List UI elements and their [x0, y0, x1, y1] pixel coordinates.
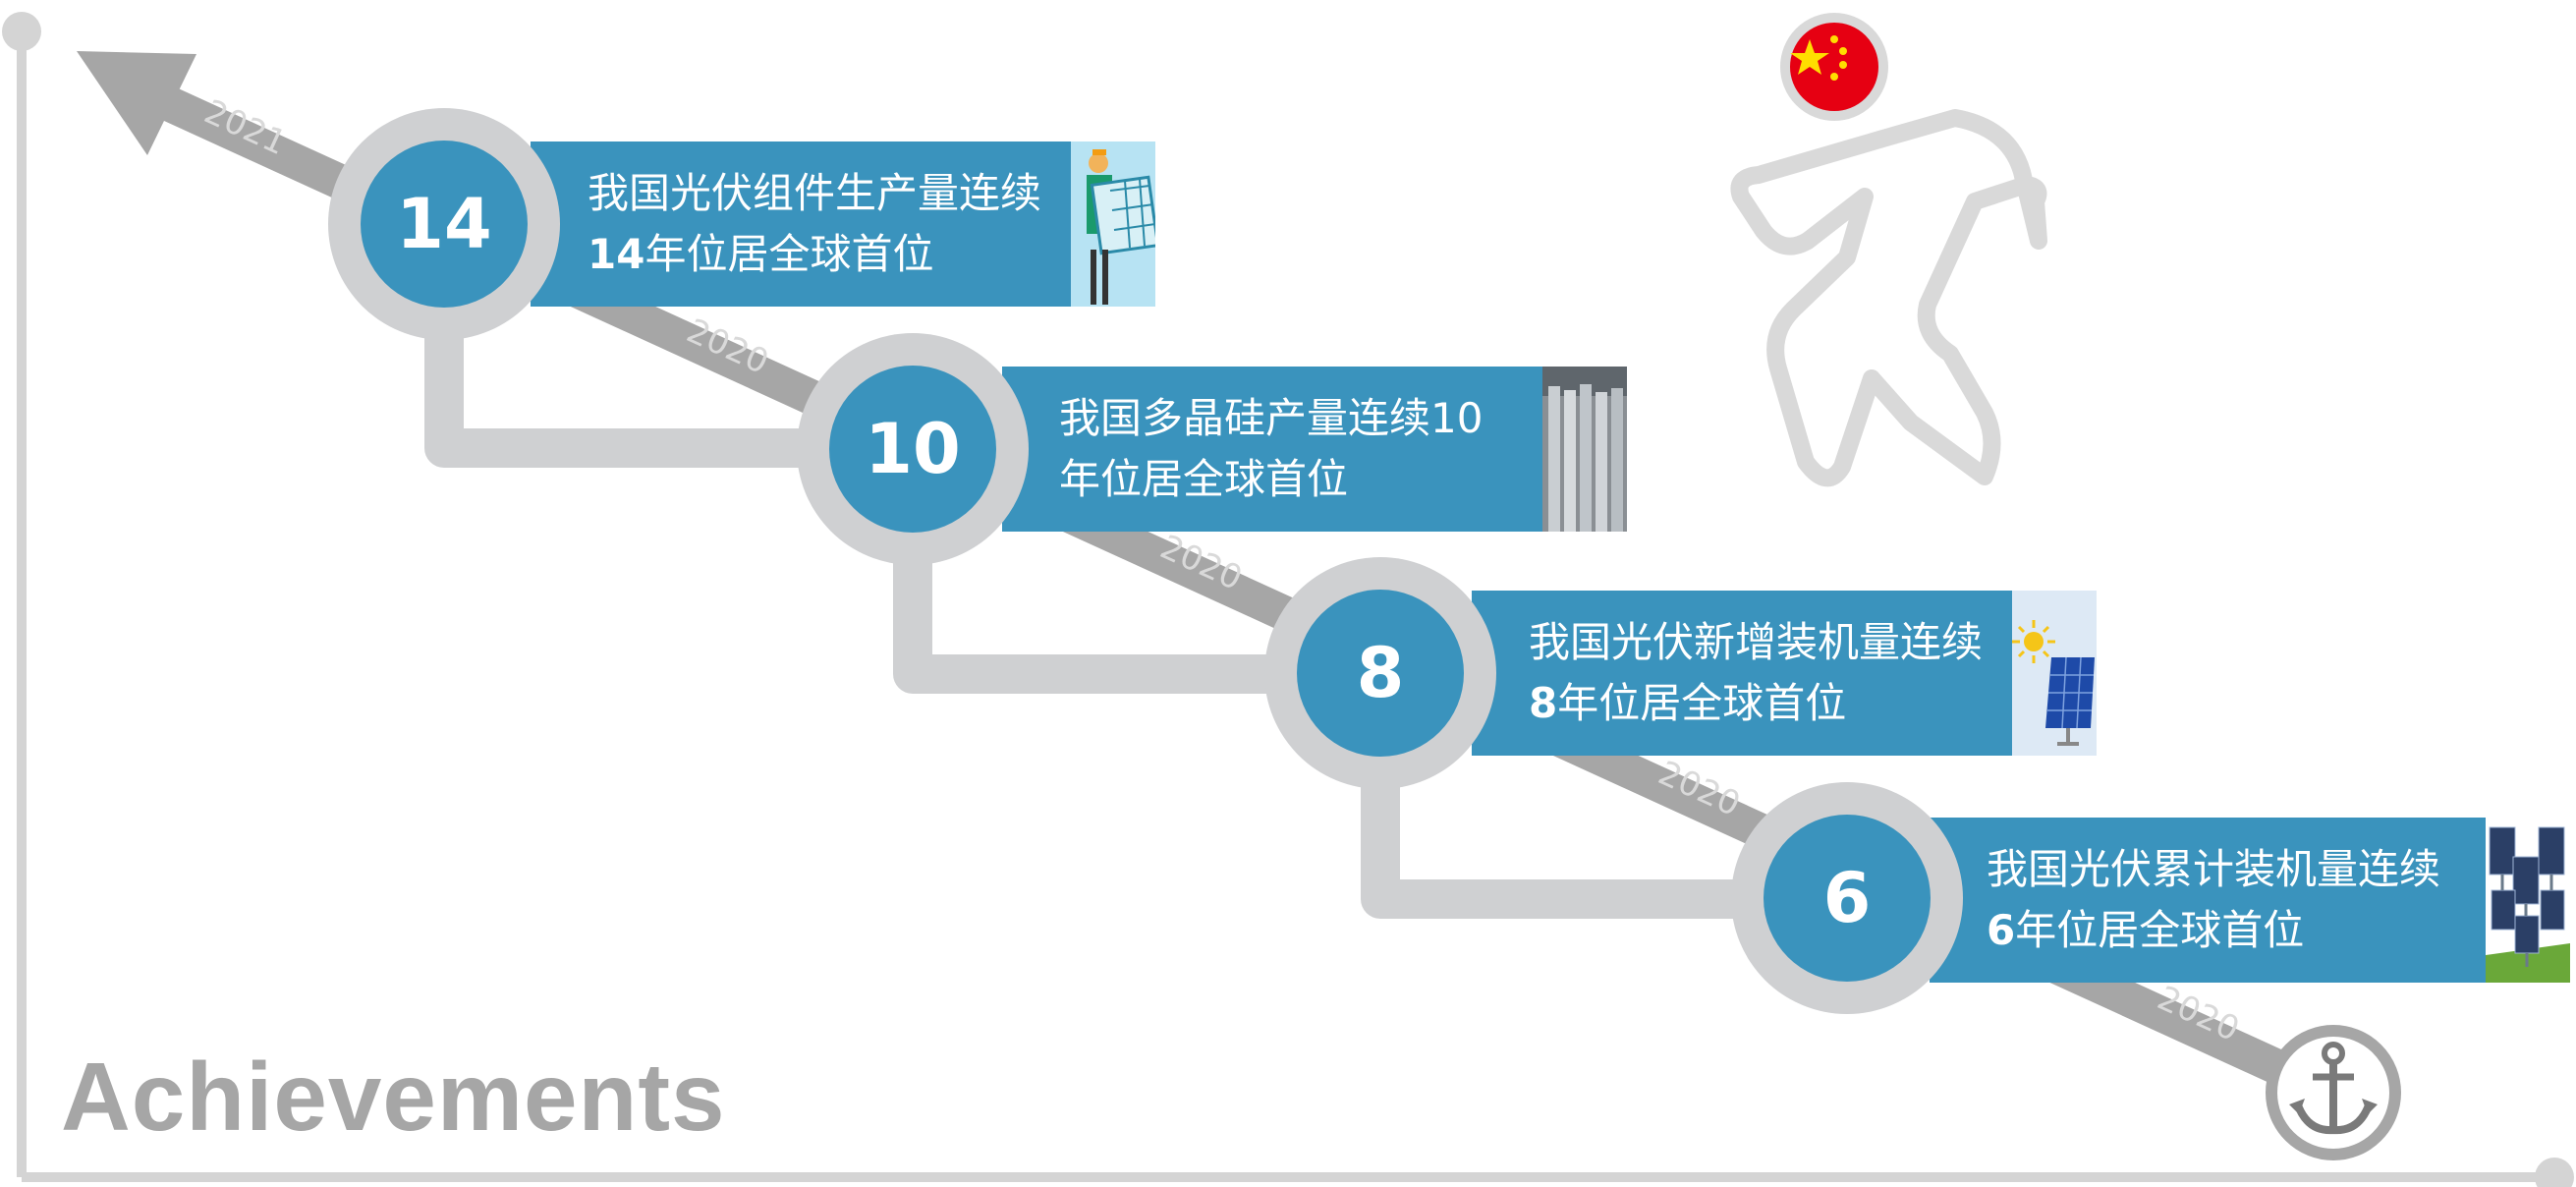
- milestone-circle-3: 8: [1264, 557, 1496, 789]
- milestone-line2: 14年位居全球首位: [588, 224, 1071, 285]
- milestone-line2-number: 14: [588, 230, 645, 278]
- milestone-line1: 我国光伏新增装机量连续: [1529, 618, 1984, 666]
- milestone-line2-number: 6: [1987, 906, 2016, 954]
- anchor-icon: [2266, 1025, 2401, 1160]
- climbing-person-icon: [1730, 109, 2047, 487]
- milestone-line2-number: 8: [1529, 679, 1558, 727]
- milestone-circle-2: 10: [797, 333, 1029, 565]
- milestone-line2-text: 年位居全球首位: [644, 230, 934, 278]
- axis-end-dot: [2535, 1158, 2574, 1187]
- polysilicon-rods-icon: [1542, 367, 1627, 532]
- milestone-circle-1: 14: [328, 108, 560, 340]
- milestone-banner-3: 我国光伏新增装机量连续 8年位居全球首位: [1472, 591, 2012, 756]
- milestone-banner-2: 我国多晶硅产量连续10 年位居全球首位: [1002, 367, 1542, 532]
- milestone-banner-4: 我国光伏累计装机量连续 6年位居全球首位: [1930, 818, 2486, 983]
- milestone-line1: 我国光伏累计装机量连续: [1987, 845, 2441, 893]
- worker-with-solar-panel-icon: [1071, 141, 1155, 307]
- sun-and-solar-panel-icon: [2012, 591, 2097, 756]
- milestone-banner-1: 我国光伏组件生产量连续 14年位居全球首位: [531, 141, 1071, 307]
- milestone-number: 14: [361, 141, 528, 308]
- milestone-line1: 我国光伏组件生产量连续: [588, 169, 1042, 217]
- page-title: Achievements: [61, 1043, 726, 1151]
- milestone-line2: 8年位居全球首位: [1529, 673, 2012, 734]
- milestone-line2-text: 年位居全球首位: [1059, 455, 1349, 503]
- milestone-number: 10: [829, 366, 996, 533]
- milestone-number: 8: [1297, 590, 1464, 757]
- milestone-circle-4: 6: [1731, 782, 1963, 1014]
- milestone-number: 6: [1764, 815, 1931, 982]
- milestone-line2-text: 年位居全球首位: [2015, 906, 2305, 954]
- solar-farm-icon: [2486, 818, 2570, 983]
- progress-arrow-head: [77, 51, 196, 155]
- milestone-line2: 6年位居全球首位: [1987, 900, 2486, 961]
- milestone-line2-text: 年位居全球首位: [1557, 679, 1847, 727]
- china-flag-icon: [1780, 13, 1888, 121]
- milestone-line1: 我国多晶硅产量连续10: [1059, 394, 1484, 442]
- milestone-line2: 年位居全球首位: [1059, 449, 1542, 510]
